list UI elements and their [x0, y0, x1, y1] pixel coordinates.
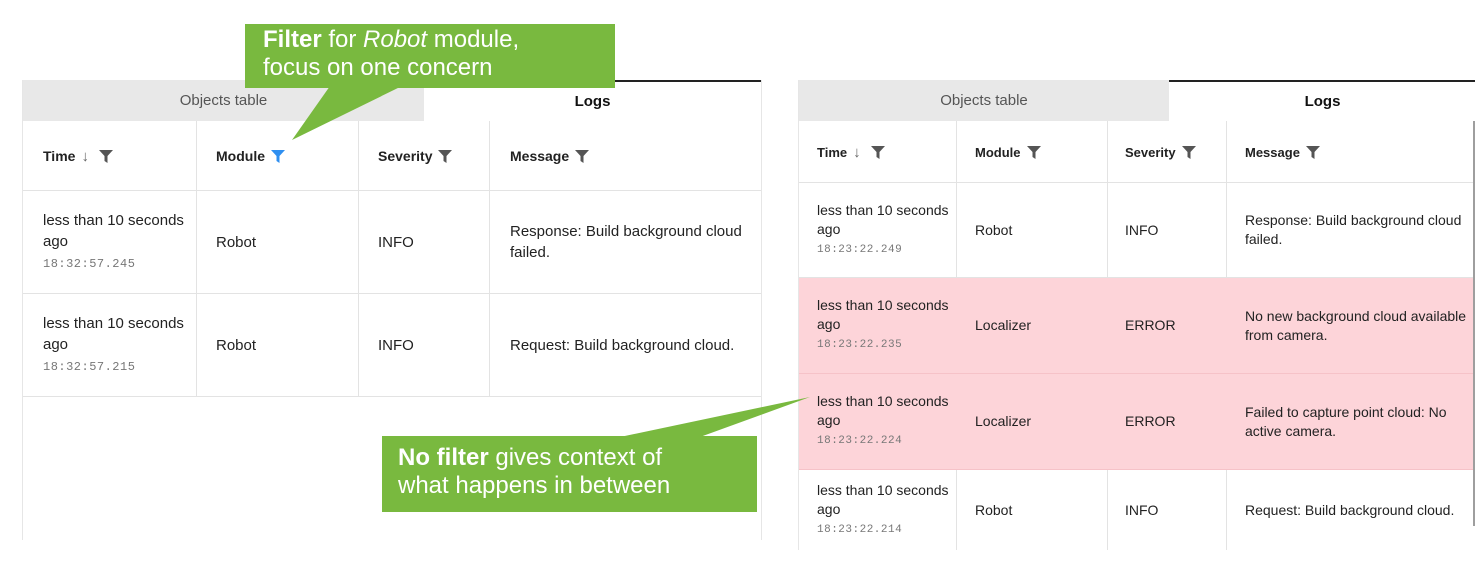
column-header-severity[interactable]: Severity: [378, 121, 453, 191]
relative-time: less than 10 seconds ago: [817, 297, 949, 332]
no-filter-callout-line2: what happens in between: [398, 472, 671, 499]
time-cell: less than 10 seconds ago 18:32:57.215: [43, 294, 193, 396]
column-label: Message: [1245, 144, 1300, 160]
no-filter-callout-line1: No filter gives context of: [398, 444, 663, 471]
table-header: [23, 121, 761, 191]
message-cell: Failed to capture point cloud: No active…: [1245, 403, 1447, 439]
severity-cell: ERROR: [1125, 413, 1176, 429]
message-cell: No new background cloud available from c…: [1245, 307, 1467, 343]
funnel-icon[interactable]: [438, 149, 453, 163]
funnel-icon[interactable]: [1181, 145, 1196, 159]
column-header-severity[interactable]: Severity: [1125, 121, 1196, 183]
timestamp: 18:32:57.215: [43, 359, 136, 374]
severity-cell: ERROR: [1125, 317, 1176, 333]
filter-callout: Filter for Robot module, focus on one co…: [245, 24, 615, 88]
filter-callout-line2: focus on one concern: [263, 54, 493, 81]
column-label: Module: [975, 144, 1021, 160]
funnel-icon[interactable]: [870, 145, 885, 159]
relative-time: less than 10 seconds ago: [817, 201, 949, 237]
logs-table: Time ↓ Module Severity Message less than…: [799, 121, 1475, 550]
column-label: Module: [216, 148, 265, 164]
column-header-time[interactable]: Time ↓: [817, 121, 885, 183]
severity-cell: INFO: [378, 233, 414, 251]
column-label: Severity: [378, 148, 433, 164]
table-row[interactable]: less than 10 seconds ago 18:32:57.245 Ro…: [23, 191, 761, 294]
module-cell: Localizer: [975, 317, 1032, 333]
no-filter-callout-pointer: [620, 397, 810, 437]
column-label: Time: [43, 148, 76, 164]
time-cell: less than 10 seconds ago 18:23:22.214: [817, 470, 952, 550]
funnel-icon[interactable]: [1305, 145, 1320, 159]
timestamp: 18:23:22.235: [817, 339, 903, 351]
column-header-module[interactable]: Module: [975, 121, 1041, 183]
timestamp: 18:23:22.214: [817, 523, 903, 536]
module-cell: Robot: [975, 501, 1013, 518]
module-cell: Robot: [216, 233, 257, 251]
column-label: Time: [817, 144, 848, 160]
column-header-message[interactable]: Message: [510, 121, 590, 191]
sort-desc-icon[interactable]: ↓: [853, 143, 861, 161]
tab-bar: Objects table Logs: [799, 80, 1475, 121]
table-row[interactable]: less than 10 seconds ago 18:32:57.215 Ro…: [23, 294, 761, 397]
filter-callout-pointer: [292, 86, 402, 140]
logs-panel-unfiltered: Objects table Logs Time ↓ Module Severit…: [798, 80, 1475, 550]
column-header-module[interactable]: Module: [216, 121, 285, 191]
message-cell: Request: Build background cloud.: [1245, 501, 1455, 518]
timestamp: 18:23:22.224: [817, 435, 903, 447]
timestamp: 18:23:22.249: [817, 243, 903, 256]
column-label: Message: [510, 148, 570, 164]
relative-time: less than 10 seconds ago: [43, 314, 184, 353]
table-row-error[interactable]: less than 10 seconds ago 18:23:22.235 Lo…: [799, 278, 1475, 374]
time-cell: less than 10 seconds ago 18:23:22.235: [817, 278, 952, 373]
funnel-icon-active[interactable]: [271, 149, 285, 163]
severity-cell: INFO: [1125, 221, 1159, 238]
column-label: Severity: [1125, 144, 1176, 160]
table-row-error[interactable]: less than 10 seconds ago 18:23:22.224 Lo…: [799, 374, 1475, 470]
module-cell: Localizer: [975, 413, 1032, 429]
time-cell: less than 10 seconds ago 18:23:22.249: [817, 183, 952, 277]
tab-objects-table[interactable]: Objects table: [799, 80, 1169, 121]
module-cell: Robot: [216, 336, 257, 354]
table-header: [799, 121, 1475, 183]
time-cell: less than 10 seconds ago 18:23:22.224: [817, 374, 952, 469]
message-cell: Response: Build background cloud failed.: [1245, 212, 1462, 247]
funnel-icon[interactable]: [98, 149, 113, 163]
relative-time: less than 10 seconds ago: [43, 211, 184, 250]
table-row[interactable]: less than 10 seconds ago 18:23:22.214 Ro…: [799, 470, 1475, 550]
relative-time: less than 10 seconds ago: [817, 481, 949, 517]
sort-desc-icon[interactable]: ↓: [81, 147, 89, 165]
filter-callout-line1: Filter for Robot module,: [263, 26, 520, 53]
column-header-message[interactable]: Message: [1245, 121, 1320, 183]
time-cell: less than 10 seconds ago 18:32:57.245: [43, 191, 193, 293]
table-row[interactable]: less than 10 seconds ago 18:23:22.249 Ro…: [799, 183, 1475, 278]
timestamp: 18:32:57.245: [43, 256, 136, 271]
severity-cell: INFO: [1125, 501, 1159, 518]
module-cell: Robot: [975, 221, 1013, 238]
message-cell: Request: Build background cloud.: [510, 336, 735, 354]
funnel-icon[interactable]: [1026, 145, 1041, 159]
no-filter-callout: No filter gives context of what happens …: [382, 436, 757, 512]
scrollbar[interactable]: [1473, 121, 1475, 526]
column-header-time[interactable]: Time ↓: [43, 121, 113, 191]
funnel-icon[interactable]: [575, 149, 590, 163]
relative-time: less than 10 seconds ago: [817, 393, 949, 428]
message-cell: Response: Build background cloud failed.: [510, 223, 742, 261]
severity-cell: INFO: [378, 336, 414, 354]
tab-logs[interactable]: Logs: [1169, 80, 1475, 121]
